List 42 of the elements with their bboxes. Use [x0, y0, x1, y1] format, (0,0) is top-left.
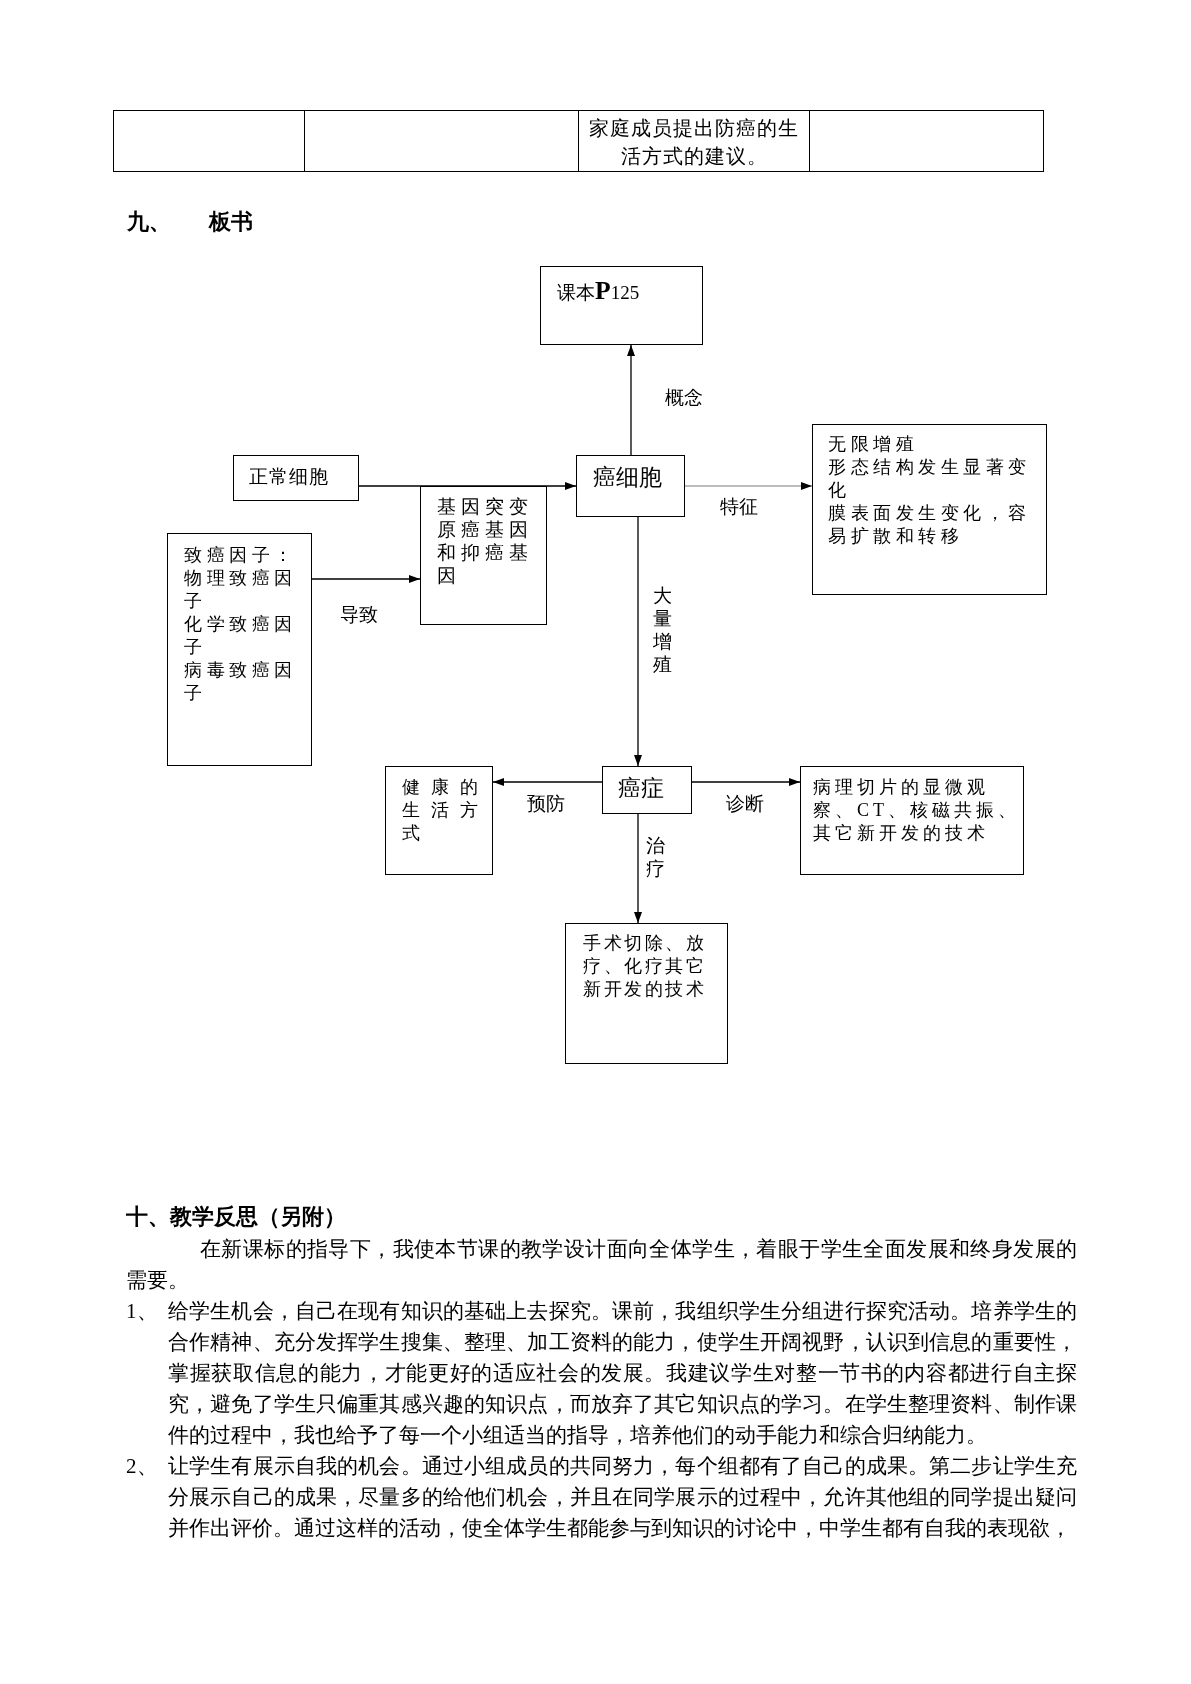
text-box [420, 486, 547, 625]
arrow [358, 482, 577, 490]
edge-label: 预防 [527, 792, 565, 815]
box-text: 形态结构发生显著变化 [828, 456, 1032, 502]
arrow [492, 778, 603, 786]
box-text: 无限增殖 [828, 433, 919, 456]
section-heading: 十、教学反思（另附） [126, 1203, 346, 1231]
box-text: 物理致癌因子 [184, 567, 298, 613]
paragraph: 给学生机会，自己在现有知识的基础上去探究。课前，我组织学生分组进行探究活动。培养学生的合作精神、充分发挥学生搜集、整理、加工资料的能力，使学生开阔视野，认识到信息的重要性，掌握获取信息的能力，才能更好的适应社会的发展。我建议学生对整一节书的内容都进行自主探究，避免了学生只偏重其感兴趣的知识点，而放弃了其它知识点的学习。在学生整理资料、制作课件的过程中，我也给予了每一个小组适当的指导，培养他们的动手能力和综合归纳能力。 [168, 1298, 1077, 1449]
text-box: 健康的生活方式 [385, 766, 493, 875]
text-box: 病理切片的显微观察、CT、核磁共振、其它新开发的技术 [800, 766, 1024, 875]
box-text: 基因突变 [437, 495, 534, 518]
edge-label: 概念 [665, 386, 703, 409]
arrow [311, 575, 421, 583]
text-box: 癌症 [602, 766, 692, 814]
arrow [634, 813, 642, 924]
edge-label: 大量增殖 [653, 584, 672, 676]
paragraph: 让学生有展示自我的机会。通过小组成员的共同努力，每个组都有了自己的成果。第二步让学生充分展示自己的成果，尽量多的给他们机会，并且在同学展示的过程中，允许其他组的同学提出疑问并作出评价。通过这样的活动，使全体学生都能参与到知识的讨论中，中学生都有自我的表现欲， [168, 1453, 1077, 1542]
edge-label: 特征 [720, 495, 758, 518]
arrow [627, 344, 635, 456]
arrow [691, 778, 801, 786]
edge-label: 导致 [340, 603, 378, 626]
text-box [812, 424, 1047, 595]
text-box: 癌细胞 [576, 455, 685, 517]
section-heading: 九、 板书 [127, 208, 253, 236]
box-text: 原癌基因和抑癌基因 [437, 518, 534, 587]
list-number: 1、 [126, 1298, 159, 1325]
box-text: 膜表面发生变化，容易扩散和转移 [828, 502, 1032, 548]
arrow [634, 516, 642, 767]
box-text: 致癌因子： [184, 544, 298, 567]
table-cell: 家庭成员提出防癌的生活方式的建议。 [578, 110, 811, 172]
edge-label: 治疗 [646, 834, 665, 880]
text-box [167, 533, 312, 766]
box-text: 化学致癌因子 [184, 613, 298, 659]
edge-label: 诊断 [726, 792, 764, 815]
list-number: 2、 [126, 1453, 159, 1480]
paragraph: 在新课标的指导下，我使本节课的教学设计面向全体学生，着眼于学生全面发展和终身发展的需要。 [126, 1236, 1077, 1294]
text-box: 正常细胞 [233, 455, 359, 501]
arrow [684, 482, 813, 490]
box-text: 病毒致癌因子 [184, 659, 298, 705]
text-box: 手术切除、放疗、化疗其它新开发的技术 [565, 923, 728, 1064]
text-box: 课本P125 [540, 266, 703, 345]
